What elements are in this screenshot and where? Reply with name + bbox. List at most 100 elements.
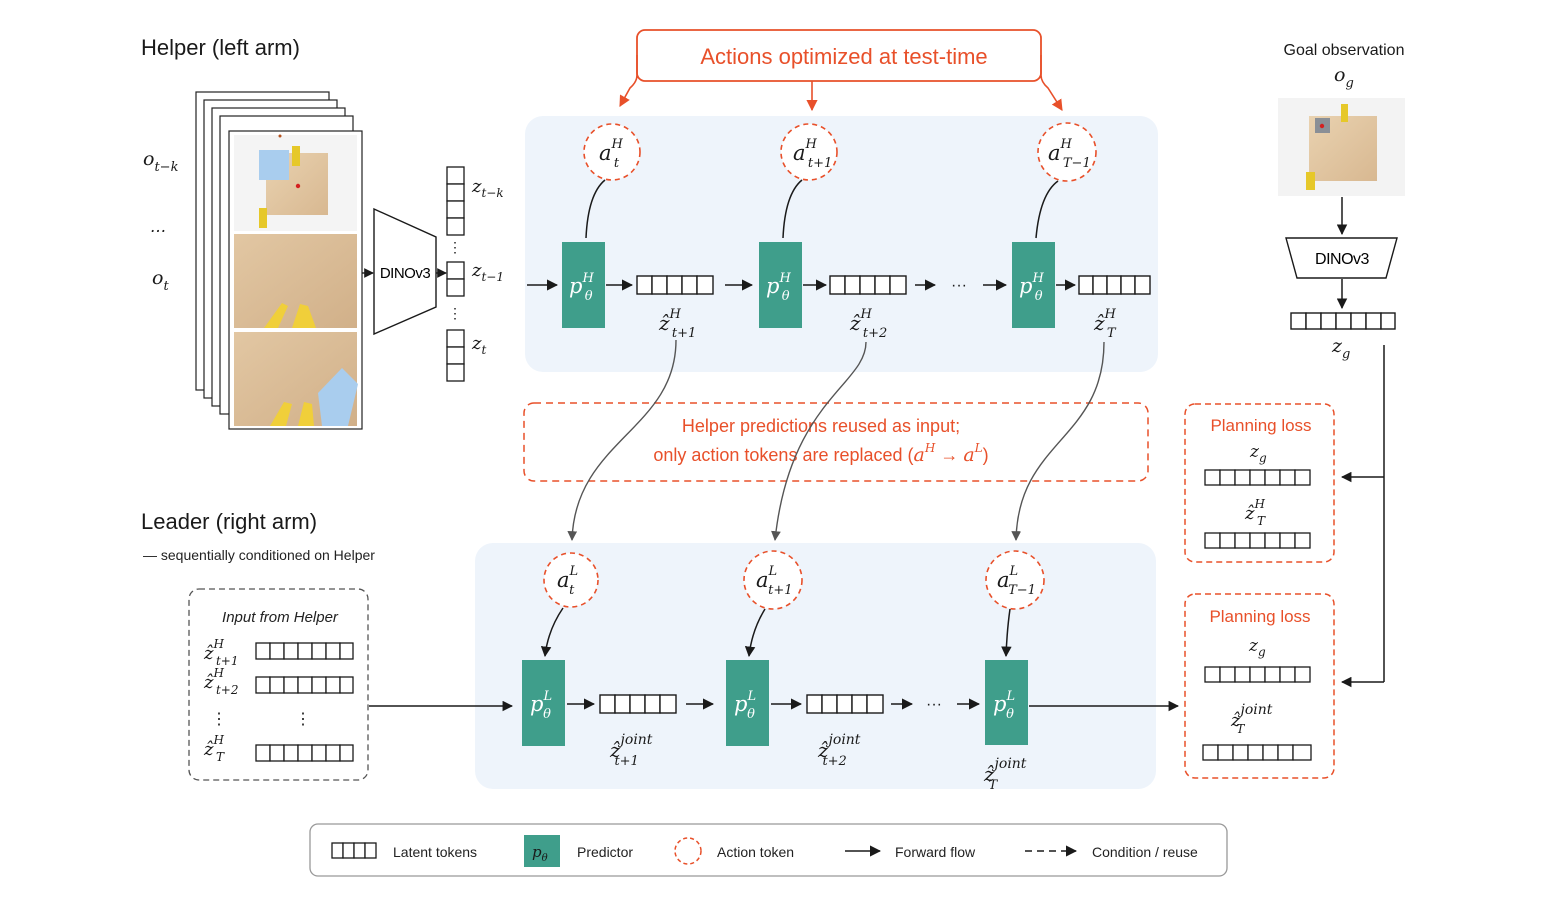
helper-latent-column xyxy=(446,166,465,382)
helper-latent-tokens-1 xyxy=(636,275,714,295)
observation-image-wrist-1 xyxy=(234,234,357,328)
observation-stack xyxy=(195,91,363,430)
goal-encoder xyxy=(1285,237,1398,279)
input-from-helper-title: Input from Helper xyxy=(222,609,339,626)
legend-predictor-label: Predictor xyxy=(577,844,633,860)
helper-action-link-3 xyxy=(1035,180,1059,239)
leader-latent-tokens-2 xyxy=(806,694,884,714)
legend-latent-label: Latent tokens xyxy=(393,844,477,860)
helper-latent-tokens-2 xyxy=(829,275,907,295)
input-latent-tokens-2 xyxy=(255,676,354,694)
helper-chain-dots: ··· xyxy=(951,277,967,294)
latent-label-bottom: zt xyxy=(471,333,486,357)
planning-loss-goal-tokens-1 xyxy=(1204,469,1311,486)
leader-latent-tokens-1 xyxy=(599,694,677,714)
helper-panel xyxy=(525,116,1158,372)
legend-action-icon xyxy=(674,837,702,865)
leader-title: Leader (right arm) xyxy=(141,509,317,534)
reuse-line-2: only action tokens are replaced (aH → aL… xyxy=(653,441,988,466)
leader-predictor-2 xyxy=(726,660,769,746)
leader-chain-dots: ··· xyxy=(926,696,942,713)
legend-action-label: Action token xyxy=(717,844,794,860)
latent-label-mid: zt−1 xyxy=(471,260,504,284)
helper-action-link-1 xyxy=(585,179,606,239)
helper-predictor-2 xyxy=(759,242,802,328)
leader-predictor-3 xyxy=(985,660,1028,745)
reuse-line-1: Helper predictions reused as input; xyxy=(682,416,960,436)
planning-loss-pred-tokens-2 xyxy=(1202,744,1312,761)
goal-encoder-label: DINOv3 xyxy=(1315,251,1370,268)
obs-label-top: ot−k xyxy=(143,148,179,175)
helper-action-token-2 xyxy=(780,123,838,181)
input-vdots-left: ⋮ xyxy=(211,711,227,728)
legend-forward-label: Forward flow xyxy=(895,844,976,860)
helper-action-link-2 xyxy=(782,179,803,239)
test-time-arrow-3 xyxy=(1040,55,1063,111)
legend-predictor-symbol: pθ xyxy=(532,843,548,864)
helper-latent-tokens-3 xyxy=(1078,275,1151,295)
helper-encoder-label: DINOv3 xyxy=(380,265,431,282)
goal-image xyxy=(1278,98,1405,196)
latent-column-vdots-1: ⋮ xyxy=(448,239,462,255)
planning-loss-pred-tokens-1 xyxy=(1204,532,1311,549)
leader-action-token-2 xyxy=(743,550,803,610)
obs-label-dots: … xyxy=(150,217,166,236)
planning-loss-goal-label-1: zg xyxy=(1249,442,1267,465)
planning-loss-title-1: Planning loss xyxy=(1210,416,1311,435)
leader-action-link-3 xyxy=(1001,608,1012,658)
latent-label-top: zt−k xyxy=(471,176,504,200)
obs-label-bottom: ot xyxy=(152,267,169,294)
reuse-curve-3 xyxy=(1011,341,1105,541)
leader-predictor-1 xyxy=(522,660,565,746)
leader-subtitle: — sequentially conditioned on Helper xyxy=(143,547,375,563)
planning-loss-title-2: Planning loss xyxy=(1209,607,1310,626)
helper-predictor-1 xyxy=(562,242,605,328)
helper-action-token-1 xyxy=(583,123,641,181)
legend-latent-icon xyxy=(331,842,377,859)
leader-action-token-3 xyxy=(985,550,1045,610)
input-vdots-right: ⋮ xyxy=(295,711,311,728)
goal-title: Goal observation xyxy=(1284,42,1405,59)
helper-predictor-3 xyxy=(1012,242,1055,328)
legend-predictor-icon xyxy=(524,835,560,867)
planning-loss-box-2 xyxy=(1184,593,1335,779)
leader-action-link-2 xyxy=(744,608,766,658)
helper-encoder xyxy=(373,207,437,336)
leader-action-token-1 xyxy=(543,552,599,608)
helper-action-token-3 xyxy=(1037,122,1097,182)
test-time-arrow-1 xyxy=(619,55,638,107)
reuse-box xyxy=(523,402,1149,482)
test-time-label: Actions optimized at test-time xyxy=(700,44,987,69)
leader-action-link-1 xyxy=(540,607,564,658)
input-latent-tokens-1 xyxy=(255,642,354,660)
goal-label: og xyxy=(1334,64,1354,91)
latent-column-vdots-2: ⋮ xyxy=(448,305,462,321)
reuse-curve-1 xyxy=(567,339,677,541)
